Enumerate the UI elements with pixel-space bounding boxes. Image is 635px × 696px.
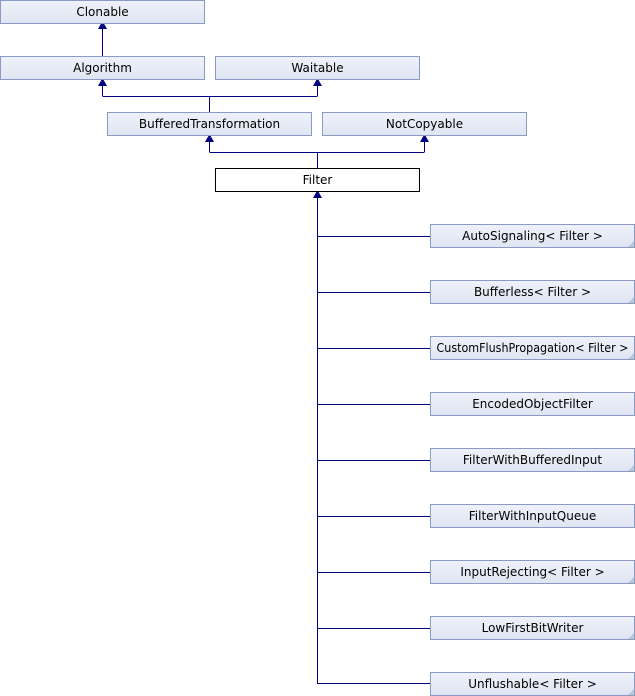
node-algorithm-label: Algorithm [73,61,132,75]
edge-filter-to-parents [205,134,429,168]
node-input-rejecting-label: InputRejecting< Filter > [460,565,604,579]
node-auto-signaling[interactable]: AutoSignaling< Filter > [430,224,635,248]
node-buffered-transformation-label: BufferedTransformation [139,117,280,131]
node-clonable[interactable]: Clonable [0,0,205,24]
node-bufferless[interactable]: Bufferless< Filter > [430,280,635,304]
node-filter-with-input-queue[interactable]: FilterWithInputQueue [430,504,635,528]
node-clonable-label: Clonable [76,5,128,19]
node-algorithm[interactable]: Algorithm [0,56,205,80]
node-filter-with-buffered-input-label: FilterWithBufferedInput [463,453,602,467]
node-low-first-bit-writer-label: LowFirstBitWriter [482,621,584,635]
node-unflushable-label: Unflushable< Filter > [468,677,597,691]
edge-subclasses-to-filter [313,190,431,684]
edge-algorithm-to-clonable [98,21,107,56]
node-bufferless-label: Bufferless< Filter > [474,285,591,299]
node-unflushable[interactable]: Unflushable< Filter > [430,672,635,696]
node-custom-flush-propagation-label: CustomFlushPropagation< Filter > [437,341,629,355]
node-buffered-transformation[interactable]: BufferedTransformation [107,112,312,136]
node-encoded-object-filter-label: EncodedObjectFilter [472,397,593,411]
node-filter-label: Filter [303,173,333,187]
node-input-rejecting[interactable]: InputRejecting< Filter > [430,560,635,584]
node-custom-flush-propagation[interactable]: CustomFlushPropagation< Filter > [430,336,635,360]
node-filter-with-buffered-input[interactable]: FilterWithBufferedInput [430,448,635,472]
edge-buffered-transformation-to-parents [98,78,322,112]
node-not-copyable-label: NotCopyable [386,117,463,131]
node-waitable[interactable]: Waitable [215,56,420,80]
node-low-first-bit-writer[interactable]: LowFirstBitWriter [430,616,635,640]
node-auto-signaling-label: AutoSignaling< Filter > [462,229,603,243]
node-filter: Filter [215,168,420,192]
node-encoded-object-filter[interactable]: EncodedObjectFilter [430,392,635,416]
node-not-copyable[interactable]: NotCopyable [322,112,527,136]
node-filter-with-input-queue-label: FilterWithInputQueue [469,509,596,523]
node-waitable-label: Waitable [291,61,343,75]
